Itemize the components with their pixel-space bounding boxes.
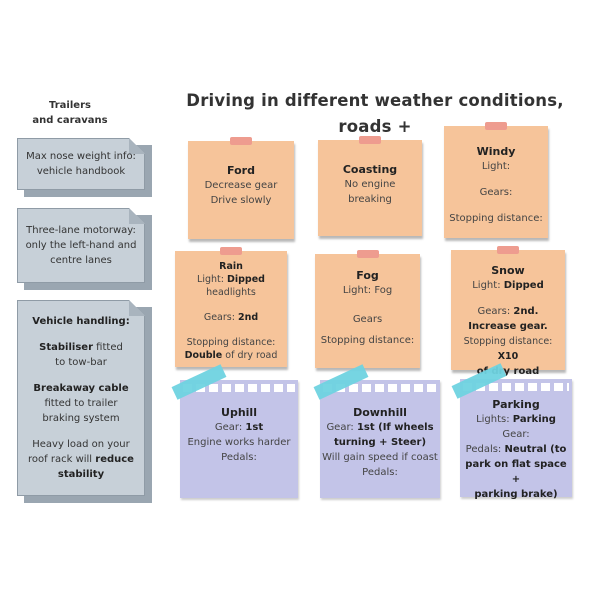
tape-strip [359, 136, 381, 144]
notepad-binding [183, 384, 295, 392]
tape-strip [356, 250, 379, 258]
nose-weight-note: Max nose weight info: vehicle handbook [17, 138, 152, 197]
tape-strip [230, 137, 252, 145]
uphill-note: Uphill Gear: 1st Engine works harder Ped… [171, 364, 298, 498]
sidebar-title: Trailers and caravans [32, 100, 108, 126]
windy-note: Windy Light: Gears: Stopping distance: [444, 122, 548, 238]
parking-note: Parking Lights: Parking Gear: Pedals: Ne… [451, 363, 572, 500]
fog-note: Fog Light: Fog Gears Stopping distance: [315, 250, 420, 368]
tape-strip [497, 246, 519, 254]
rain-note: Rain Light: Dipped headlights Gears: 2nd… [175, 247, 287, 367]
tape-strip [220, 247, 242, 255]
notepad-binding [323, 384, 437, 392]
notepad-binding [463, 383, 569, 391]
tape-strip [485, 122, 507, 130]
motorway-note: Three-lane motorway: only the left-hand … [17, 208, 152, 290]
tape-strip [313, 364, 369, 400]
tape-strip [171, 364, 227, 400]
ford-note: Ford Decrease gear Drive slowly [188, 137, 294, 239]
vehicle-handling-heading: Vehicle handling: [32, 316, 130, 327]
coasting-note: Coasting No engine breaking [318, 136, 422, 236]
downhill-note: Downhill Gear: 1st (If wheels turning + … [313, 364, 440, 498]
snow-note: Snow Light: Dipped Gears: 2nd. Increase … [451, 246, 565, 377]
vehicle-handling-note: Vehicle handling: Stabiliser fitted to t… [17, 300, 152, 503]
